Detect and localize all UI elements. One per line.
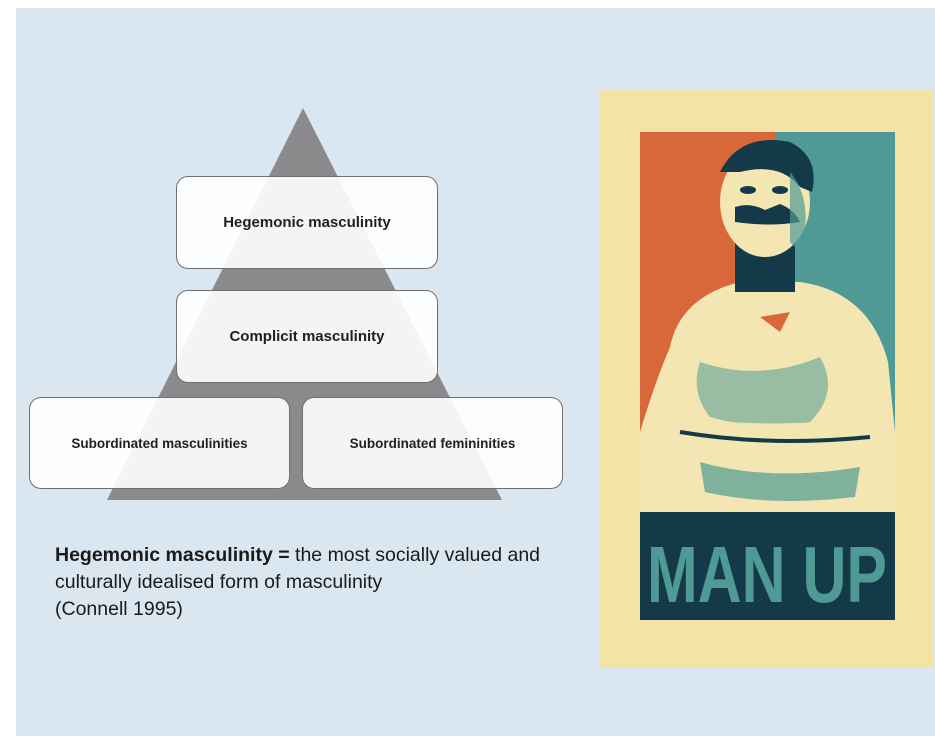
complicit-masculinity-label: Complicit masculinity bbox=[229, 328, 385, 345]
definition-term: Hegemonic masculinity = bbox=[55, 544, 290, 566]
definition-text: the most socially valued and culturally … bbox=[55, 544, 541, 593]
definition-citation: (Connell 1995) bbox=[55, 598, 183, 620]
man-up-poster: MAN UP bbox=[600, 90, 934, 668]
subordinated-femininities-label: Subordinated femininities bbox=[349, 435, 516, 451]
poster-artwork: MAN UP bbox=[640, 132, 895, 620]
definition-caption: Hegemonic masculinity = the most sociall… bbox=[55, 542, 575, 623]
complicit-masculinity-box: Complicit masculinity bbox=[176, 290, 438, 383]
hegemonic-masculinity-box: Hegemonic masculinity bbox=[176, 176, 438, 269]
poster-slogan: MAN UP bbox=[647, 530, 887, 619]
subordinated-masculinities-label: Subordinated masculinities bbox=[71, 435, 248, 451]
poster-illustration: MAN UP bbox=[640, 132, 895, 620]
subordinated-femininities-box: Subordinated femininities bbox=[302, 397, 563, 489]
hegemonic-masculinity-label: Hegemonic masculinity bbox=[223, 214, 391, 231]
subordinated-masculinities-box: Subordinated masculinities bbox=[29, 397, 290, 489]
